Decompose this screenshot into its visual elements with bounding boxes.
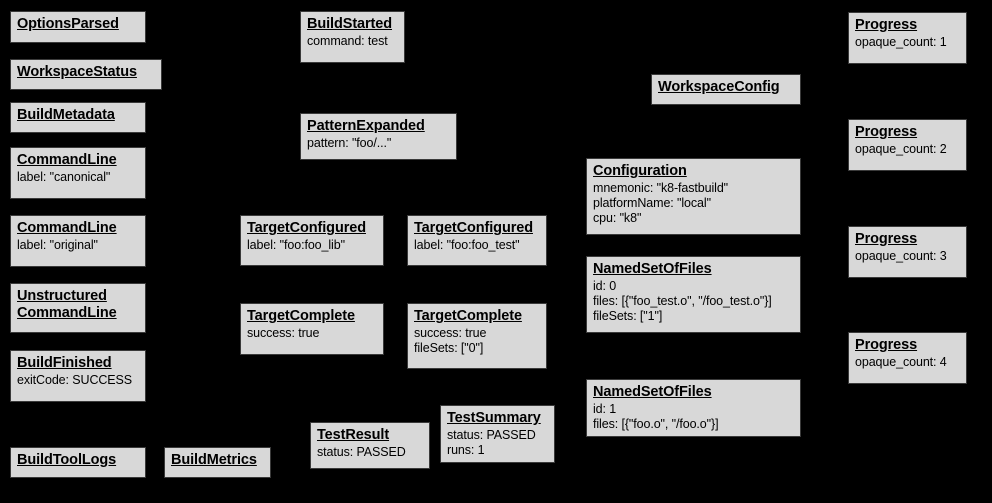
node-progress-1[interactable]: Progress opaque_count: 1 xyxy=(848,12,967,64)
node-fields: label: "foo:foo_lib" xyxy=(247,238,377,253)
node-fields: label: "foo:foo_test" xyxy=(414,238,540,253)
node-field: files: [{"foo_test.o", "/foo_test.o"}] xyxy=(593,294,772,308)
node-field: opaque_count: 2 xyxy=(855,142,947,156)
node-pattern-expanded[interactable]: PatternExpanded pattern: "foo/..." xyxy=(300,113,457,160)
node-configuration[interactable]: Configuration mnemonic: "k8-fastbuild"pla… xyxy=(586,158,801,235)
node-title: TestSummary xyxy=(447,410,541,426)
node-title: OptionsParsed xyxy=(17,16,119,32)
node-progress-3[interactable]: Progress opaque_count: 3 xyxy=(848,226,967,278)
node-title: NamedSetOfFiles xyxy=(593,261,712,277)
node-field: opaque_count: 3 xyxy=(855,249,947,263)
node-title: Progress xyxy=(855,17,918,33)
node-title: BuildMetrics xyxy=(171,452,257,468)
node-title: WorkspaceConfig xyxy=(658,79,780,95)
node-field: success: true xyxy=(414,326,487,340)
node-target-complete-foo-lib[interactable]: TargetComplete success: true xyxy=(240,303,384,355)
node-field: status: PASSED xyxy=(447,428,536,442)
node-target-configured-foo-test[interactable]: TargetConfigured label: "foo:foo_test" xyxy=(407,215,547,266)
node-title: CommandLine xyxy=(17,220,117,236)
node-title: Progress xyxy=(855,124,918,140)
node-field: label: "foo:foo_lib" xyxy=(247,238,345,252)
node-fields: command: test xyxy=(307,34,398,49)
node-command-line-original[interactable]: CommandLine label: "original" xyxy=(10,215,146,267)
node-field: status: PASSED xyxy=(317,445,406,459)
node-title: TargetComplete xyxy=(414,308,522,324)
node-fields: mnemonic: "k8-fastbuild"platformName: "l… xyxy=(593,181,794,226)
node-title: NamedSetOfFiles xyxy=(593,384,712,400)
node-progress-2[interactable]: Progress opaque_count: 2 xyxy=(848,119,967,171)
node-workspace-status[interactable]: WorkspaceStatus xyxy=(10,59,162,90)
node-title: TargetConfigured xyxy=(247,220,366,236)
node-field: exitCode: SUCCESS xyxy=(17,373,133,387)
node-fields: opaque_count: 4 xyxy=(855,355,960,370)
node-build-started[interactable]: BuildStarted command: test xyxy=(300,11,405,63)
node-field: label: "canonical" xyxy=(17,170,111,184)
node-title: BuildMetadata xyxy=(17,107,115,123)
node-field: fileSets: ["1"] xyxy=(593,309,663,323)
node-command-line-canonical[interactable]: CommandLine label: "canonical" xyxy=(10,147,146,199)
node-fields: status: PASSED xyxy=(317,445,423,460)
node-target-configured-foo-lib[interactable]: TargetConfigured label: "foo:foo_lib" xyxy=(240,215,384,266)
node-fields: success: true xyxy=(247,326,377,341)
node-field: id: 1 xyxy=(593,402,617,416)
node-title: TargetConfigured xyxy=(414,220,533,236)
node-build-metrics[interactable]: BuildMetrics xyxy=(164,447,271,478)
node-field: platformName: "local" xyxy=(593,196,711,210)
node-title: BuildStarted xyxy=(307,16,393,32)
node-field: runs: 1 xyxy=(447,443,485,457)
node-build-finished[interactable]: BuildFinished exitCode: SUCCESS xyxy=(10,350,146,402)
node-field: label: "original" xyxy=(17,238,98,252)
node-title: Progress xyxy=(855,231,918,247)
node-build-metadata[interactable]: BuildMetadata xyxy=(10,102,146,133)
node-title: BuildToolLogs xyxy=(17,452,117,468)
node-field: opaque_count: 4 xyxy=(855,355,947,369)
node-field: id: 0 xyxy=(593,279,617,293)
node-fields: opaque_count: 3 xyxy=(855,249,960,264)
node-title: WorkspaceStatus xyxy=(17,64,137,80)
node-field: command: test xyxy=(307,34,388,48)
node-unstructured-command-line[interactable]: Unstructured CommandLine xyxy=(10,283,146,333)
node-title: PatternExpanded xyxy=(307,118,425,134)
node-fields: label: "original" xyxy=(17,238,139,253)
node-fields: opaque_count: 1 xyxy=(855,35,960,50)
node-field: label: "foo:foo_test" xyxy=(414,238,520,252)
node-fields: pattern: "foo/..." xyxy=(307,136,450,151)
node-title: TestResult xyxy=(317,427,390,443)
node-fields: exitCode: SUCCESS xyxy=(17,373,139,388)
node-field: success: true xyxy=(247,326,320,340)
node-build-tool-logs[interactable]: BuildToolLogs xyxy=(10,447,146,478)
node-workspace-config[interactable]: WorkspaceConfig xyxy=(651,74,801,105)
node-fields: opaque_count: 2 xyxy=(855,142,960,157)
node-fields: label: "canonical" xyxy=(17,170,139,185)
node-field: opaque_count: 1 xyxy=(855,35,947,49)
node-test-result[interactable]: TestResult status: PASSED xyxy=(310,422,430,469)
node-field: fileSets: ["0"] xyxy=(414,341,484,355)
node-progress-4[interactable]: Progress opaque_count: 4 xyxy=(848,332,967,384)
node-title: TargetComplete xyxy=(247,308,355,324)
node-field: files: [{"foo.o", "/foo.o"}] xyxy=(593,417,719,431)
node-field: cpu: "k8" xyxy=(593,211,642,225)
node-field: mnemonic: "k8-fastbuild" xyxy=(593,181,729,195)
node-title: BuildFinished xyxy=(17,355,112,371)
node-options-parsed[interactable]: OptionsParsed xyxy=(10,11,146,43)
node-title: Progress xyxy=(855,337,918,353)
node-field: pattern: "foo/..." xyxy=(307,136,392,150)
node-title: Unstructured CommandLine xyxy=(17,288,117,321)
node-title: Configuration xyxy=(593,163,687,179)
node-title: CommandLine xyxy=(17,152,117,168)
